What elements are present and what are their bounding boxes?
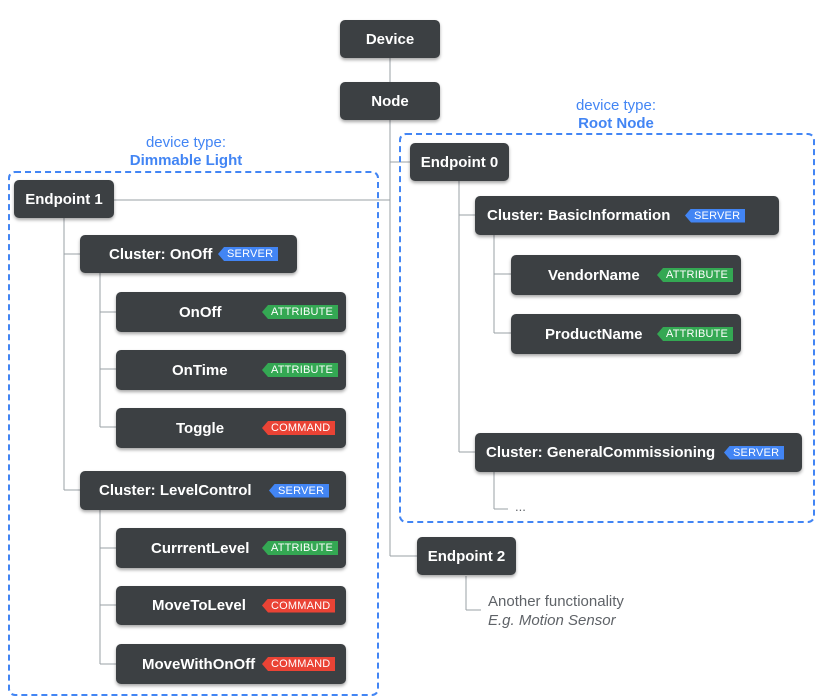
toggle-command-node[interactable]: Toggle COMMAND <box>116 408 346 448</box>
endpoint-2-label: Endpoint 2 <box>427 547 506 565</box>
dimmable-light-caption: device type: Dimmable Light <box>86 134 286 170</box>
movewithonoff-command-label: MoveWithOnOff <box>142 655 256 673</box>
attribute-tag: ATTRIBUTE <box>262 305 339 319</box>
cluster-levelcontrol-label: Cluster: LevelControl <box>99 482 252 499</box>
server-tag: SERVER <box>218 247 279 261</box>
productname-node[interactable]: ProductName ATTRIBUTE <box>511 314 741 354</box>
device-node[interactable]: Device <box>340 20 440 58</box>
device-label: Device <box>365 30 415 48</box>
endpoint-2-node[interactable]: Endpoint 2 <box>417 537 516 575</box>
more-clusters-ellipsis: ... <box>515 499 526 514</box>
ontime-attribute-node[interactable]: OnTime ATTRIBUTE <box>116 350 346 390</box>
command-tag: COMMAND <box>262 598 336 613</box>
endpoint-2-desc-text: Another functionality <box>488 593 624 610</box>
device-type-name: Root Node <box>578 115 654 132</box>
onoff-attribute-label: OnOff <box>179 303 222 321</box>
endpoint-1-node[interactable]: Endpoint 1 <box>14 180 114 218</box>
node-node[interactable]: Node <box>340 82 440 120</box>
endpoint-0-node[interactable]: Endpoint 0 <box>410 143 509 181</box>
attribute-tag: ATTRIBUTE <box>657 327 734 341</box>
endpoint-0-label: Endpoint 0 <box>420 153 499 171</box>
toggle-command-label: Toggle <box>176 419 225 437</box>
cluster-generalcommissioning-label: Cluster: GeneralCommissioning <box>486 444 716 461</box>
movetolevel-command-label: MoveToLevel <box>152 597 246 614</box>
root-node-group <box>399 133 815 523</box>
dimmable-light-group <box>8 171 379 696</box>
device-type-name: Dimmable Light <box>129 152 243 169</box>
device-type-label: device type: <box>575 97 657 114</box>
endpoint-2-description: Another functionality E.g. Motion Sensor <box>488 592 624 630</box>
vendorname-label: VendorName <box>548 266 640 284</box>
vendorname-node[interactable]: VendorName ATTRIBUTE <box>511 255 741 295</box>
cluster-basicinformation-label: Cluster: BasicInformation <box>487 207 671 224</box>
command-tag: COMMAND <box>262 421 336 435</box>
server-tag: SERVER <box>724 445 785 460</box>
onoff-attribute-node[interactable]: OnOff ATTRIBUTE <box>116 292 346 332</box>
cluster-basicinformation-node[interactable]: Cluster: BasicInformation SERVER <box>475 196 779 235</box>
attribute-tag: ATTRIBUTE <box>657 268 734 282</box>
attribute-tag: ATTRIBUTE <box>262 541 339 555</box>
endpoint-2-example-text: E.g. Motion Sensor <box>488 612 616 629</box>
cluster-levelcontrol-node[interactable]: Cluster: LevelControl SERVER <box>80 471 346 510</box>
node-label: Node <box>371 92 409 110</box>
server-tag: SERVER <box>269 483 330 498</box>
endpoint-1-label: Endpoint 1 <box>25 190 103 208</box>
command-tag: COMMAND <box>262 657 336 671</box>
cluster-onoff-node[interactable]: Cluster: OnOff SERVER <box>80 235 297 273</box>
currrentlevel-attribute-label: CurrrentLevel <box>151 539 250 557</box>
movewithonoff-command-node[interactable]: MoveWithOnOff COMMAND <box>116 644 346 684</box>
movetolevel-command-node[interactable]: MoveToLevel COMMAND <box>116 586 346 625</box>
productname-label: ProductName <box>545 325 643 343</box>
ontime-attribute-label: OnTime <box>172 361 228 379</box>
cluster-onoff-label: Cluster: OnOff <box>109 245 213 263</box>
cluster-generalcommissioning-node[interactable]: Cluster: GeneralCommissioning SERVER <box>475 433 802 472</box>
currrentlevel-attribute-node[interactable]: CurrrentLevel ATTRIBUTE <box>116 528 346 568</box>
root-node-caption: device type: Root Node <box>516 97 716 133</box>
server-tag: SERVER <box>685 208 746 223</box>
device-type-label: device type: <box>145 134 227 151</box>
attribute-tag: ATTRIBUTE <box>262 363 339 377</box>
